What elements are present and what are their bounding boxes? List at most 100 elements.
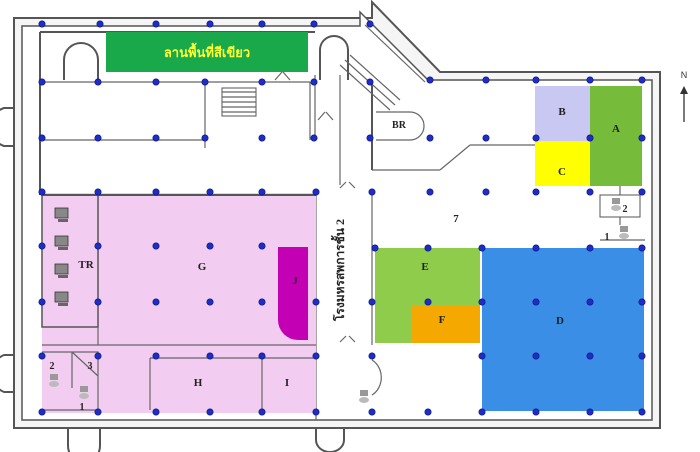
column-dot <box>638 408 646 416</box>
room-d <box>482 248 644 411</box>
column-dot <box>94 352 102 360</box>
column-dot <box>532 188 540 196</box>
column-dot <box>201 78 209 86</box>
column-dot <box>94 242 102 250</box>
column-dot <box>638 352 646 360</box>
column-dot <box>258 134 266 142</box>
label-br: BR <box>392 120 407 131</box>
room-c <box>535 141 590 186</box>
column-dot <box>312 408 320 416</box>
column-dot <box>258 78 266 86</box>
label-2-right: 2 <box>623 204 628 215</box>
label-1-left: 1 <box>80 402 85 413</box>
column-dot <box>368 188 376 196</box>
label-d: D <box>556 315 564 327</box>
label-j: J <box>292 275 298 287</box>
column-dot <box>478 408 486 416</box>
column-dot <box>38 78 46 86</box>
room-a <box>590 86 642 186</box>
north-arrow: N <box>680 70 688 122</box>
label-2-left: 2 <box>50 361 55 372</box>
toilet-icon <box>79 386 89 399</box>
column-dot <box>638 76 646 84</box>
column-dot <box>532 298 540 306</box>
computer-icons <box>54 207 69 306</box>
column-dot <box>38 242 46 250</box>
column-dot <box>368 352 376 360</box>
column-grid <box>38 20 646 416</box>
computer-icon <box>54 235 69 250</box>
column-dot <box>586 188 594 196</box>
column-dot <box>424 298 432 306</box>
column-dot <box>206 352 214 360</box>
label-1-right: 1 <box>605 232 610 243</box>
column-dot <box>38 20 46 28</box>
green-area-label: ลานพื้นที่สีเขียว <box>164 42 250 61</box>
column-dot <box>258 188 266 196</box>
column-dot <box>258 352 266 360</box>
column-dot <box>586 352 594 360</box>
column-dot <box>310 20 318 28</box>
column-dot <box>532 408 540 416</box>
label-g: G <box>198 261 207 273</box>
label-e: E <box>421 261 428 273</box>
column-dot <box>310 134 318 142</box>
column-dot <box>152 298 160 306</box>
column-dot <box>532 134 540 142</box>
column-dot <box>482 188 490 196</box>
column-dot <box>152 20 160 28</box>
column-dot <box>152 134 160 142</box>
room-j <box>278 247 308 340</box>
column-dot <box>38 408 46 416</box>
column-dot <box>258 408 266 416</box>
column-dot <box>426 76 434 84</box>
toilet-icons <box>49 198 629 403</box>
column-dot <box>532 76 540 84</box>
column-dot <box>206 188 214 196</box>
column-dot <box>371 244 379 252</box>
column-dot <box>94 134 102 142</box>
column-dot <box>258 298 266 306</box>
column-dot <box>482 76 490 84</box>
north-label: N <box>681 70 688 80</box>
column-dot <box>366 20 374 28</box>
column-dot <box>206 298 214 306</box>
column-dot <box>152 188 160 196</box>
column-dot <box>586 134 594 142</box>
column-dot <box>94 408 102 416</box>
column-dot <box>368 408 376 416</box>
computer-icon <box>54 291 69 306</box>
label-3-left: 3 <box>88 361 93 372</box>
column-dot <box>94 188 102 196</box>
label-tr: TR <box>78 259 94 271</box>
column-dot <box>638 188 646 196</box>
column-dot <box>482 134 490 142</box>
column-dot <box>366 134 374 142</box>
column-dot <box>586 244 594 252</box>
label-b: B <box>558 106 566 118</box>
room-g <box>42 193 316 413</box>
column-dot <box>478 298 486 306</box>
toilet-icon <box>359 390 369 403</box>
column-dot <box>206 408 214 416</box>
column-dot <box>426 188 434 196</box>
column-dot <box>586 298 594 306</box>
column-dot <box>206 242 214 250</box>
room-labels: A B C D E F G H I J TR BR 7 1 2 1 2 3 โร… <box>50 106 628 413</box>
column-dot <box>312 352 320 360</box>
rooms: ลานพื้นที่สีเขียว <box>41 32 644 413</box>
computer-icon <box>54 207 69 222</box>
column-dot <box>638 134 646 142</box>
column-dot <box>38 188 46 196</box>
label-i: I <box>285 377 289 389</box>
label-f: F <box>439 314 446 326</box>
toilet-icon <box>619 226 629 239</box>
column-dot <box>38 298 46 306</box>
column-dot <box>310 78 318 86</box>
column-dot <box>478 244 486 252</box>
label-c: C <box>558 166 566 178</box>
green-area <box>106 32 308 72</box>
column-dot <box>94 298 102 306</box>
column-dot <box>532 244 540 252</box>
room-b <box>535 86 590 141</box>
